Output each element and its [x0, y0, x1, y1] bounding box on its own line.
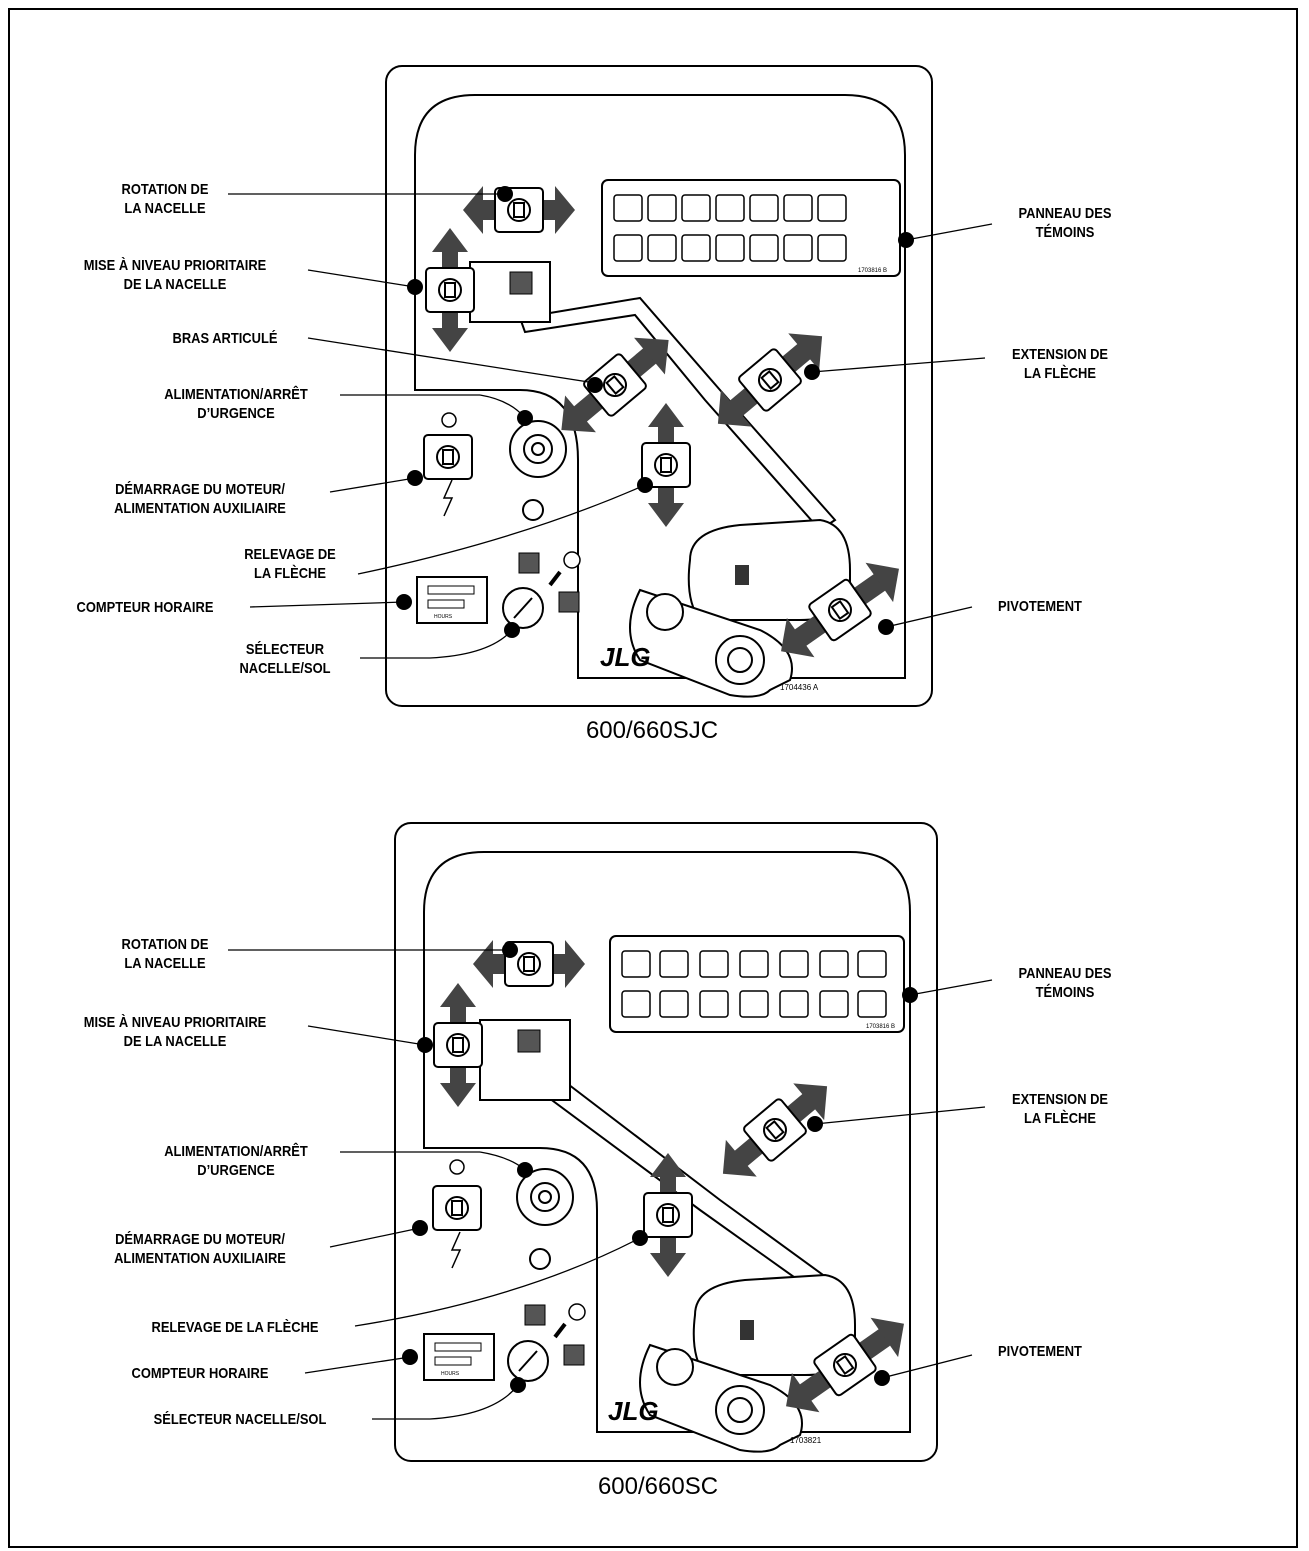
panel-2-decal: [394, 822, 938, 1462]
label-engine-start-aux: DÉMARRAGE DU MOTEUR/ALIMENTATION AUXILIA…: [114, 481, 286, 517]
panel-1-leader-lines: [228, 193, 993, 659]
indicator-lights-row-2-b: [621, 990, 887, 1018]
model-title-1: 600/660SJC: [585, 717, 719, 744]
indicator-decal-number-1: 1703816 B: [858, 268, 887, 274]
jlg-logo-2: JLG: [608, 1396, 659, 1426]
page-border: [8, 8, 1298, 1548]
indicator-lights-row-1-b: [621, 950, 887, 978]
decal-number-1: 1704436 A: [780, 683, 819, 692]
indicator-lights-row-2: [613, 234, 847, 262]
label-jib: BRAS ARTICULÉ: [172, 330, 278, 347]
indicator-decal-number-2: 1703816 B: [866, 1024, 895, 1030]
panel-1-callout-dots: [396, 186, 914, 638]
label-swing: PIVOTEMENT: [998, 598, 1082, 615]
model-title-2: 600/660SC: [597, 1473, 719, 1500]
panel-1-decal: [385, 65, 933, 707]
label-swing-2: PIVOTEMENT: [998, 1343, 1082, 1360]
label-engine-start-aux-2: DÉMARRAGE DU MOTEUR/ALIMENTATION AUXILIA…: [114, 1231, 286, 1267]
hourmeter-text-2: HOURS: [441, 1371, 460, 1377]
label-hour-meter: COMPTEUR HORAIRE: [76, 599, 214, 616]
label-platform-ground-selector-2: SÉLECTEUR NACELLE/SOL: [153, 1411, 327, 1428]
jlg-logo-1: JLG: [600, 642, 651, 672]
indicator-lights-row-1: [613, 194, 847, 222]
label-hour-meter-2: COMPTEUR HORAIRE: [131, 1365, 269, 1382]
panel-2-callout-dots: [402, 942, 918, 1393]
hourmeter-text-1: HOURS: [434, 614, 453, 620]
panel-2-leader-lines: [228, 949, 993, 1420]
label-boom-lift-2: RELEVAGE DE LA FLÈCHE: [151, 1319, 319, 1336]
decal-number-2: 1703821: [790, 1436, 822, 1445]
